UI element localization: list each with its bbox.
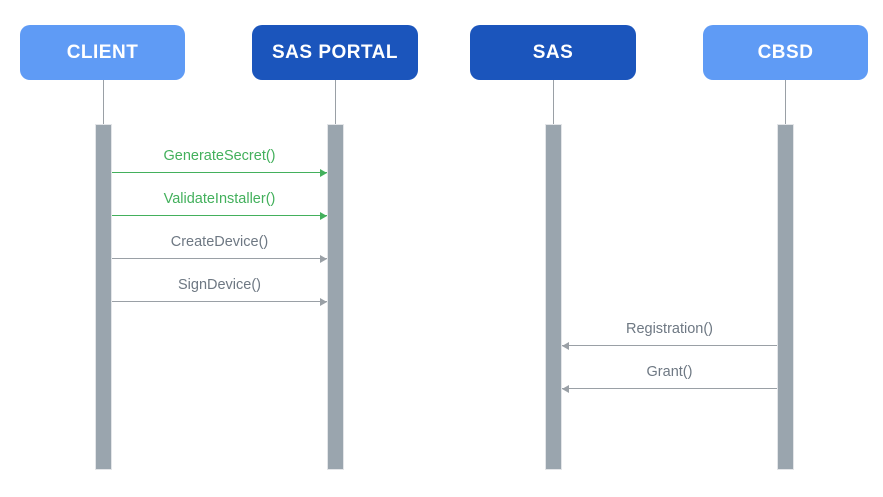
- arrowhead-right-icon: [320, 297, 327, 306]
- lifeline-sas: [553, 80, 554, 124]
- message-label-registration: Registration(): [625, 321, 714, 337]
- message-label-create-device: CreateDevice(): [170, 234, 269, 250]
- message-line-registration[interactable]: [562, 345, 777, 346]
- arrowhead-left-icon: [562, 384, 569, 393]
- activation-bar-sas-portal: [327, 124, 344, 470]
- actor-box-sas-portal[interactable]: SAS PORTAL: [252, 25, 418, 80]
- lifeline-client: [103, 80, 104, 124]
- activation-bar-client: [95, 124, 112, 470]
- message-line-create-device[interactable]: [112, 258, 327, 259]
- message-label-generate-secret: GenerateSecret(): [163, 148, 276, 164]
- arrowhead-right-icon: [320, 254, 327, 263]
- actor-label-client: CLIENT: [66, 41, 139, 63]
- message-line-grant[interactable]: [562, 388, 777, 389]
- message-label-grant: Grant(): [646, 364, 693, 380]
- lifeline-sas-portal: [335, 80, 336, 124]
- activation-bar-cbsd: [777, 124, 794, 470]
- arrowhead-right-icon: [320, 211, 327, 220]
- activation-bar-sas: [545, 124, 562, 470]
- message-label-sign-device: SignDevice(): [178, 277, 261, 293]
- arrowhead-left-icon: [562, 341, 569, 350]
- arrowhead-right-icon: [320, 168, 327, 177]
- actor-box-sas[interactable]: SAS: [470, 25, 636, 80]
- actor-label-cbsd: CBSD: [757, 41, 814, 63]
- message-line-validate-installer[interactable]: [112, 215, 327, 216]
- actor-label-sas: SAS: [532, 41, 574, 63]
- actor-box-cbsd[interactable]: CBSD: [703, 25, 868, 80]
- message-label-validate-installer: ValidateInstaller(): [163, 191, 276, 207]
- lifeline-cbsd: [785, 80, 786, 124]
- actor-label-sas-portal: SAS PORTAL: [271, 41, 399, 63]
- message-line-sign-device[interactable]: [112, 301, 327, 302]
- message-line-generate-secret[interactable]: [112, 172, 327, 173]
- actor-box-client[interactable]: CLIENT: [20, 25, 185, 80]
